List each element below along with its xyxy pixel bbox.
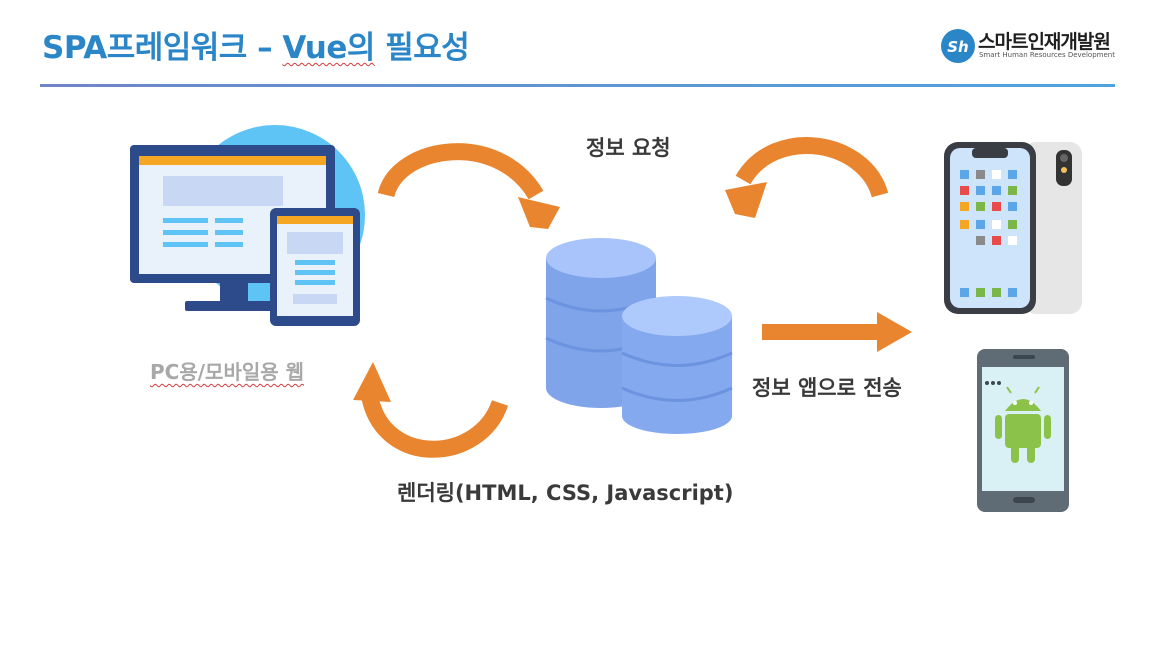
page-title: SPA프레임워크 – Vue의 필요성 [42,22,470,67]
title-suffix: 필요성 [374,30,470,66]
pc-mobile-web-label: PC용/모바일용 웹 [150,360,305,384]
right-arrow-icon [762,312,912,352]
title-prefix: SPA프레임워크 – [42,30,283,66]
iphone-icon [944,142,1082,314]
android-phone-icon [977,349,1069,512]
curved-arrow-to-server-icon [378,143,560,229]
curved-arrow-rendering-icon [353,362,509,458]
logo-subtitle: Smart Human Resources Development [979,51,1115,59]
logo-name: 스마트인재개발원 [978,31,1111,53]
header-divider [40,84,1115,87]
rendering-label: 렌더링(HTML, CSS, Javascript) [397,481,734,505]
logo-icon: Sh [941,29,975,63]
info-request-label: 정보 요청 [586,136,671,160]
title-vue: Vue의 [282,30,375,66]
desktop-tablet-icon [130,125,365,326]
curved-arrow-info-request-icon [725,137,889,218]
database-icon [545,238,733,434]
company-logo: Sh [940,26,1115,66]
send-to-app-label: 정보 앱으로 전송 [752,376,902,400]
logo-mark: Sh [947,38,968,56]
